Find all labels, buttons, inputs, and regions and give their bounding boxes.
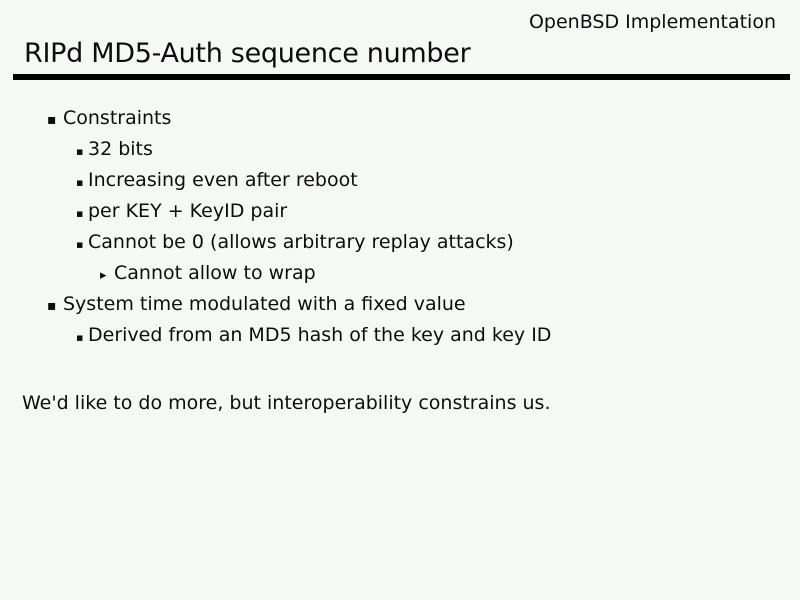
slide-title: RIPd MD5-Auth sequence number [24, 38, 471, 69]
square-bullet-icon: ▪ [76, 145, 84, 158]
bullet-item-cannot-be-zero: ▪ Cannot be 0 (allows arbitrary replay a… [0, 227, 800, 258]
square-bullet-icon: ▪ [76, 207, 84, 220]
bullet-text: Derived from an MD5 hash of the key and … [88, 324, 552, 346]
square-bullet-icon: ▪ [76, 331, 84, 344]
bullet-item-system-time: ▪ System time modulated with a fixed val… [0, 289, 800, 320]
bullet-item-32-bits: ▪ 32 bits [0, 134, 800, 165]
square-bullet-icon: ▪ [47, 298, 57, 314]
bullet-text: Constraints [63, 107, 172, 129]
bullet-item-derived-md5: ▪ Derived from an MD5 hash of the key an… [0, 320, 800, 351]
bullet-item-per-key: ▪ per KEY + KeyID pair [0, 196, 800, 227]
bullet-item-increasing: ▪ Increasing even after reboot [0, 165, 800, 196]
slide-context-label: OpenBSD Implementation [528, 11, 776, 33]
bullet-item-cannot-wrap: ▸ Cannot allow to wrap [0, 258, 800, 289]
arrow-bullet-icon: ▸ [100, 268, 107, 283]
bullet-text: System time modulated with a fixed value [63, 293, 466, 315]
bullet-text: Cannot be 0 (allows arbitrary replay att… [88, 231, 514, 253]
square-bullet-icon: ▪ [76, 176, 84, 189]
bullet-list: ▪ Constraints ▪ 32 bits ▪ Increasing eve… [0, 103, 800, 351]
bullet-text: 32 bits [88, 138, 153, 160]
title-underline-rule [13, 74, 790, 80]
bullet-text: per KEY + KeyID pair [88, 200, 288, 222]
bullet-text: Increasing even after reboot [88, 169, 358, 191]
square-bullet-icon: ▪ [47, 112, 57, 128]
closing-remark: We'd like to do more, but interoperabili… [22, 392, 551, 414]
bullet-item-constraints: ▪ Constraints [0, 103, 800, 134]
bullet-text: Cannot allow to wrap [114, 262, 316, 284]
square-bullet-icon: ▪ [76, 238, 84, 251]
